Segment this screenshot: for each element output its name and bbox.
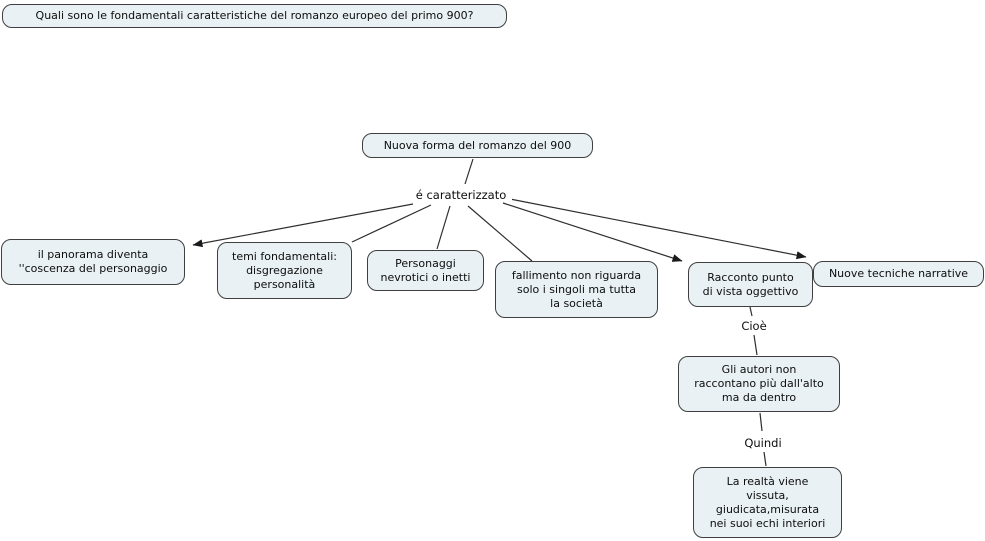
node-autori[interactable]: Gli autori non raccontano più dall'alto …: [678, 356, 840, 412]
edge-to-racconto: [502, 202, 683, 262]
link-label-cioe[interactable]: Cioè: [738, 319, 770, 333]
edge-racconto-cioe: [749, 306, 753, 317]
node-panorama[interactable]: il panorama diventa ''coscenza del perso…: [1, 239, 185, 285]
edge-to-temi: [351, 204, 432, 243]
edge-to-personaggi: [436, 205, 451, 250]
node-racconto[interactable]: Racconto punto di vista oggettivo: [688, 262, 813, 307]
link-label-caratterizzato[interactable]: é caratterizzato: [410, 188, 512, 202]
link-label-quindi[interactable]: Quindi: [741, 436, 785, 450]
node-personaggi[interactable]: Personaggi nevrotici o inetti: [367, 250, 484, 291]
node-question[interactable]: Quali sono le fondamentali caratteristic…: [2, 4, 507, 28]
edge-root-caratterizzato: [464, 158, 474, 185]
edge-cioe-autori: [753, 334, 758, 356]
node-fallimento[interactable]: fallimento non riguarda solo i singoli m…: [495, 261, 658, 318]
edge-quindi-realta: [763, 451, 767, 467]
node-temi[interactable]: temi fondamentali: disgregazione persona…: [217, 242, 352, 299]
node-realta[interactable]: La realtà viene vissuta, giudicata,misur…: [693, 467, 842, 538]
node-tecniche[interactable]: Nuove tecniche narrative: [813, 261, 984, 287]
edge-to-panorama: [192, 203, 414, 248]
node-root[interactable]: Nuova forma del romanzo del 900: [362, 133, 593, 158]
edge-to-tecniche: [509, 198, 807, 260]
edge-autori-quindi: [759, 412, 763, 432]
